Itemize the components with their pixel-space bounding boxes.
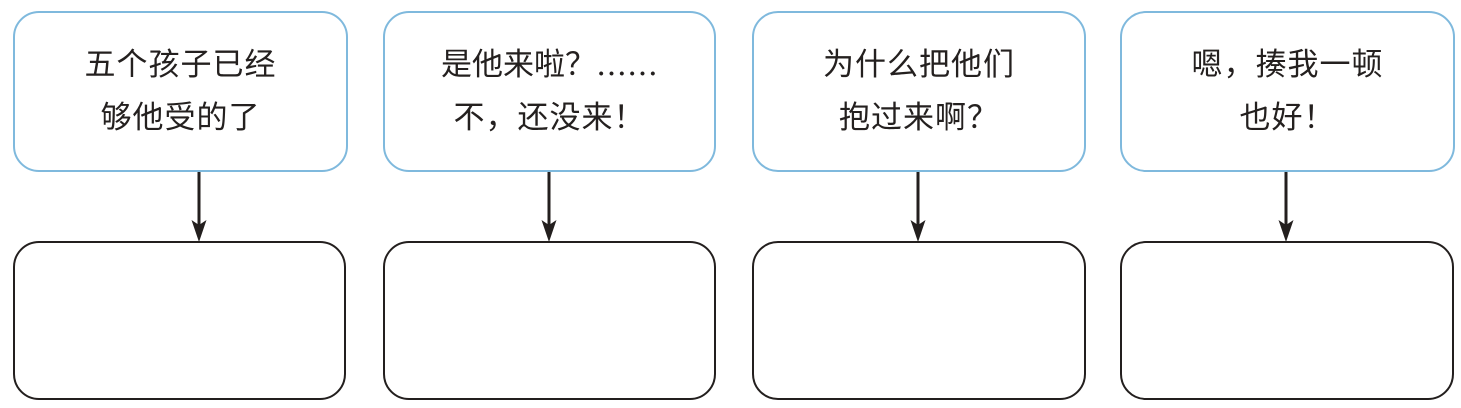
thought-box-1-line-2: 够他受的了 <box>100 99 261 136</box>
thought-box-1-line-1: 五个孩子已经 <box>84 46 277 83</box>
answer-box-1[interactable] <box>13 241 346 400</box>
answer-box-3[interactable] <box>752 241 1086 400</box>
diagram-column-2: 是他来啦？…… 不，还没来！ <box>383 0 716 408</box>
diagram-column-3: 为什么把他们 抱过来啊？ <box>752 0 1086 408</box>
thought-box-3-line-1: 为什么把他们 <box>823 46 1015 83</box>
thought-box-2[interactable]: 是他来啦？…… 不，还没来！ <box>383 11 716 172</box>
answer-box-2[interactable] <box>383 241 716 400</box>
connector-arrow-3 <box>903 172 933 242</box>
diagram-column-1: 五个孩子已经 够他受的了 <box>13 0 348 408</box>
thought-box-2-line-1: 是他来啦？…… <box>441 46 658 83</box>
diagram-column-4: 嗯，揍我一顿 也好！ <box>1120 0 1455 408</box>
answer-box-4[interactable] <box>1120 241 1454 400</box>
connector-arrow-4 <box>1271 172 1301 242</box>
thought-box-1[interactable]: 五个孩子已经 够他受的了 <box>13 11 348 172</box>
thought-box-3[interactable]: 为什么把他们 抱过来啊？ <box>752 11 1086 172</box>
connector-arrow-1 <box>184 172 214 242</box>
connector-arrow-2 <box>534 172 564 242</box>
thought-box-4[interactable]: 嗯，揍我一顿 也好！ <box>1120 11 1455 172</box>
thought-box-3-line-2: 抱过来啊？ <box>839 99 999 136</box>
thought-box-4-line-1: 嗯，揍我一顿 <box>1191 46 1384 83</box>
thought-box-4-line-2: 也好！ <box>1239 99 1336 136</box>
thought-box-2-line-2: 不，还没来！ <box>453 99 646 136</box>
